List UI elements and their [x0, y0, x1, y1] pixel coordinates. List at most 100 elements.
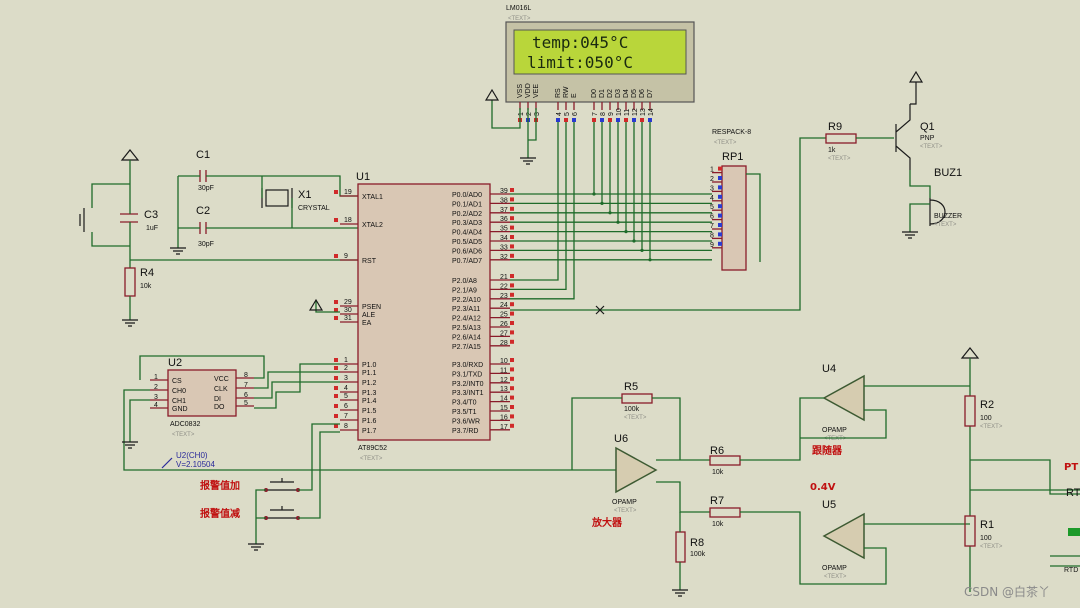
lcd-pin-number: 10 [616, 108, 623, 116]
buzzer-drive-wire [510, 137, 826, 311]
resistor-r7: R7 10k [709, 495, 741, 528]
mcu-pin-number: 36 [500, 216, 508, 223]
mcu-pin-label: P2.7/A15 [452, 344, 481, 351]
lcd-pin-label: D3 [615, 89, 622, 98]
opamp-u5: U5 OPAMP <TEXT> [822, 499, 865, 580]
resistor-icon [825, 133, 857, 144]
q1-ref: Q1 [920, 121, 935, 133]
u6-value: OPAMP [612, 499, 637, 506]
mcu-pin-label: P3.7/RD [452, 428, 478, 435]
crystal-icon [265, 189, 289, 207]
button-decrease-label: 报警值减 [200, 507, 240, 520]
lcd-pin-number: 14 [648, 108, 655, 116]
lcd-pin-number: 11 [624, 109, 631, 116]
resistor-icon [709, 507, 741, 518]
x1-ref: X1 [298, 189, 311, 201]
adc-pin-label: CLK [214, 386, 228, 393]
rt-label: RT [1066, 487, 1080, 499]
button-decrease[interactable] [264, 506, 300, 520]
mcu-pin-label: P3.3/INT1 [452, 390, 484, 397]
svg-text:<TEXT>: <TEXT> [624, 415, 647, 421]
rp1-pin-number: 5 [710, 204, 714, 211]
u2-ref: U2 [168, 357, 182, 369]
rp1-pin-number: 3 [710, 185, 714, 192]
r6-ref: R6 [710, 445, 724, 457]
mcu-pin-label: P0.0/AD0 [452, 192, 482, 199]
mcu-pin-label: P0.3/AD3 [452, 220, 482, 227]
lcd-text-tag: <TEXT> [508, 16, 531, 22]
mcu-pin-label: P3.2/INT0 [452, 381, 484, 388]
mcu-pin-label: RST [362, 258, 377, 265]
resistor-icon [709, 455, 741, 466]
r4-ref: R4 [140, 267, 154, 279]
mcu-pin-number: 1 [344, 357, 348, 364]
mcu-pin-number: 15 [500, 405, 508, 412]
r8-value: 100k [690, 551, 706, 558]
u4-ref: U4 [822, 363, 836, 375]
capacitor-icon [199, 222, 207, 234]
probe-label: U2(CH0) [176, 451, 208, 460]
mcu-pin-number: 19 [344, 189, 352, 196]
opamp-u6: U6 OPAMP <TEXT> [612, 433, 658, 514]
ea-wire [315, 300, 340, 313]
lcd-line-1: temp:045°C [532, 33, 628, 52]
capacitor-c2: C2 30pF [196, 205, 214, 248]
svg-text:<TEXT>: <TEXT> [360, 456, 383, 462]
lcd-part-label: LM016L [506, 5, 531, 12]
ground-icon [122, 441, 138, 449]
svg-text:<TEXT>: <TEXT> [920, 144, 943, 150]
ground-icon [248, 543, 264, 551]
q1-value: PNP [920, 135, 935, 142]
lcd-pin-number: 3 [534, 112, 541, 116]
rtd-label: RTD [1064, 567, 1078, 574]
mcu-pin-number: 10 [500, 358, 508, 365]
mcu-pin-number: 11 [500, 367, 507, 374]
resistor-r5: R5 100k <TEXT> [621, 381, 653, 421]
crystal-x1: X1 CRYSTAL [261, 188, 330, 212]
mcu-pin-label: P1.1 [362, 370, 377, 377]
resistor-r4: R4 10k [124, 267, 154, 297]
push-button-icon [266, 506, 298, 519]
mcu-pin-number: 32 [500, 254, 508, 261]
lcd-pin-number: 6 [572, 112, 579, 116]
resistor-r6: R6 10k [709, 445, 741, 476]
mcu-pin-number: 31 [344, 315, 352, 322]
r5-ref: R5 [624, 381, 638, 393]
xtal2-wire [178, 198, 358, 229]
opamp-icon [822, 512, 865, 560]
lcd-pin-label: VSS [517, 84, 524, 98]
adc-pin-label: GND [172, 406, 188, 413]
c2-value: 30pF [198, 241, 214, 248]
mcu-pin-label: P0.1/AD1 [452, 201, 482, 208]
u6-ref: U6 [614, 433, 628, 445]
mcu-pin-number: 14 [500, 396, 508, 403]
button-increase[interactable] [264, 478, 300, 492]
lcd-pin-label: D5 [631, 89, 638, 98]
mcu-pin-label: P2.4/A12 [452, 316, 481, 323]
ground-icon [122, 319, 138, 327]
ground-icon [672, 589, 688, 597]
mcu-part: AT89C52 [358, 445, 387, 452]
r8-ref: R8 [690, 537, 704, 549]
mcu-pin-number: 9 [344, 253, 348, 260]
adc-pin-number: 8 [244, 372, 248, 379]
mcu-pin-number: 22 [500, 283, 508, 290]
capacitor-c3: C3 1uF [120, 209, 158, 232]
adc-pin-number: 7 [244, 382, 248, 389]
lcd-pin-number: 2 [526, 112, 533, 116]
svg-text:<TEXT>: <TEXT> [980, 544, 1003, 550]
mcu-pin-number: 33 [500, 244, 508, 251]
u5-ref: U5 [822, 499, 836, 511]
mcu-pin-label: XTAL1 [362, 194, 383, 201]
lcd-pin-label: D6 [639, 89, 646, 98]
mcu-pin-number: 30 [344, 307, 352, 314]
lcd-pin-number: 13 [640, 108, 647, 116]
adc-wires [139, 355, 340, 409]
adc-pin-label: DI [214, 396, 221, 403]
lcd-pin-label: D4 [623, 89, 630, 98]
mcu-pin-label: P1.6 [362, 418, 377, 425]
mcu-pin-label: XTAL2 [362, 222, 383, 229]
mcu-pin-number: 26 [500, 321, 508, 328]
mcu-pin-number: 25 [500, 312, 508, 319]
adc-pin-number: 1 [154, 374, 158, 381]
